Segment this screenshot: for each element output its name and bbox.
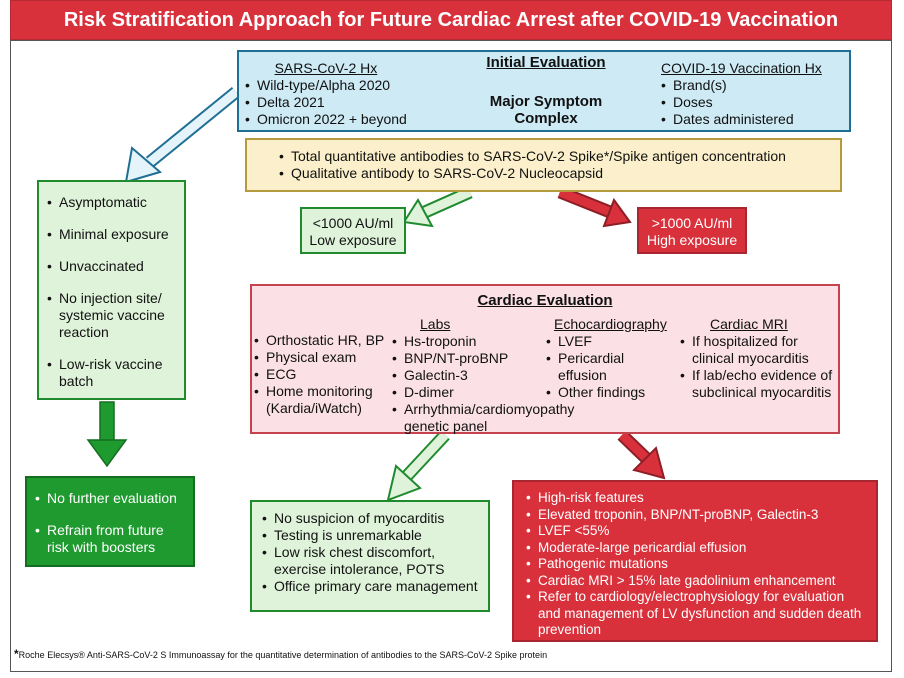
vacc-hx-list: Brand(s)DosesDates administered <box>661 77 822 128</box>
low-risk-item: Office primary care management <box>262 578 484 595</box>
initial-evaluation-heading: Initial Evaluation <box>486 54 606 71</box>
low-risk-item: Low risk chest discomfort, exercise into… <box>262 544 484 578</box>
no-further-list: No further evaluationRefrain from future… <box>35 490 187 556</box>
asymptomatic-box: AsymptomaticMinimal exposureUnvaccinated… <box>37 180 186 400</box>
low-risk-list: No suspicion of myocarditisTesting is un… <box>262 510 484 595</box>
asymptomatic-item: Low-risk vaccine batch <box>47 356 178 390</box>
vacc-hx-heading: COVID-19 Vaccination Hx <box>661 60 822 76</box>
mri-column: Cardiac MRI If hospitalized for clinical… <box>680 316 836 401</box>
vacc-hx-column: COVID-19 Vaccination Hx Brand(s)DosesDat… <box>661 60 822 128</box>
antibody-list: Total quantitative antibodies to SARS-Co… <box>279 148 840 182</box>
mri-item: If lab/echo evidence of subclinical myoc… <box>680 367 836 401</box>
cardiac-general-item: Home monitoring (Kardia/iWatch) <box>254 383 388 417</box>
labs-heading: Labs <box>420 316 451 332</box>
vacc-hx-item: Doses <box>661 94 822 111</box>
high-risk-item: Refer to cardiology/electrophysiology fo… <box>526 589 870 639</box>
high-risk-item: Moderate-large pericardial effusion <box>526 540 870 557</box>
antibody-item: Qualitative antibody to SARS-CoV-2 Nucle… <box>279 165 840 182</box>
footnote-star: * <box>14 647 19 661</box>
diagram-frame <box>10 40 892 672</box>
sars-hx-item: Delta 2021 <box>245 94 407 111</box>
asymptomatic-item: Asymptomatic <box>47 194 178 211</box>
arrow-to-high-risk <box>617 430 666 480</box>
echo-column: Echocardiography LVEFPericardial effusio… <box>546 316 676 401</box>
cardiac-general-list: Orthostatic HR, BPPhysical examECGHome m… <box>254 332 388 417</box>
echo-item: Other findings <box>546 384 676 401</box>
cardiac-general-item: ECG <box>254 366 388 383</box>
high-exposure-threshold: >1000 AU/ml <box>651 215 733 231</box>
echo-list: LVEFPericardial effusionOther findings <box>546 333 676 401</box>
high-risk-item: High-risk features <box>526 490 870 507</box>
low-exposure-label: Low exposure <box>309 232 397 248</box>
asymptomatic-item: No injection site/ systemic vaccine reac… <box>47 290 178 341</box>
echo-item: LVEF <box>546 333 676 350</box>
arrow-to-high-exposure <box>557 185 632 228</box>
low-exposure-threshold: <1000 AU/ml <box>312 215 394 231</box>
cardiac-general-item: Physical exam <box>254 349 388 366</box>
high-risk-item: LVEF <55% <box>526 523 870 540</box>
sars-hx-list: Wild-type/Alpha 2020Delta 2021Omicron 20… <box>245 77 407 128</box>
sars-hx-item: Omicron 2022 + beyond <box>245 111 407 128</box>
arrow-to-low-exposure <box>402 186 473 228</box>
antibody-box: Total quantitative antibodies to SARS-Co… <box>245 138 842 192</box>
sars-hx-heading: SARS-CoV-2 Hx <box>274 60 378 76</box>
vacc-hx-item: Dates administered <box>661 111 822 128</box>
footnote-text: Roche Elecsys® Anti-SARS-CoV-2 S Immunoa… <box>18 650 548 660</box>
asymptomatic-item: Unvaccinated <box>47 258 178 275</box>
cardiac-general-column: Orthostatic HR, BPPhysical examECGHome m… <box>254 332 388 417</box>
high-exposure-box: >1000 AU/ml High exposure <box>637 207 747 254</box>
antibody-item: Total quantitative antibodies to SARS-Co… <box>279 148 840 165</box>
asymptomatic-item: Minimal exposure <box>47 226 178 243</box>
mri-list: If hospitalized for clinical myocarditis… <box>680 333 836 401</box>
asymptomatic-list: AsymptomaticMinimal exposureUnvaccinated… <box>47 194 178 390</box>
initial-evaluation-box: SARS-CoV-2 Hx Wild-type/Alpha 2020Delta … <box>237 50 851 132</box>
high-risk-list: High-risk featuresElevated troponin, BNP… <box>526 490 870 639</box>
arrow-to-low-risk <box>386 430 450 502</box>
sars-hx-column: SARS-CoV-2 Hx Wild-type/Alpha 2020Delta … <box>245 60 407 128</box>
labs-item: D-dimer <box>392 384 548 401</box>
high-risk-item: Elevated troponin, BNP/NT-proBNP, Galect… <box>526 507 870 524</box>
labs-item: Galectin-3 <box>392 367 548 384</box>
labs-item: Hs-troponin <box>392 333 548 350</box>
mri-item: If hospitalized for clinical myocarditis <box>680 333 836 367</box>
major-symptom-line1: Major Symptom <box>489 93 603 110</box>
cardiac-general-item: Orthostatic HR, BP <box>254 332 388 349</box>
diagram-title: Risk Stratification Approach for Future … <box>10 0 892 40</box>
no-further-item: No further evaluation <box>35 490 187 507</box>
arrow-to-left-box <box>124 86 241 184</box>
low-risk-item: No suspicion of myocarditis <box>262 510 484 527</box>
mri-heading: Cardiac MRI <box>710 316 788 332</box>
echo-item: Pericardial effusion <box>546 350 676 384</box>
sars-hx-item: Wild-type/Alpha 2020 <box>245 77 407 94</box>
high-risk-item: Pathogenic mutations <box>526 556 870 573</box>
low-exposure-box: <1000 AU/ml Low exposure <box>300 207 406 254</box>
labs-item: BNP/NT-proBNP <box>392 350 548 367</box>
low-risk-box: No suspicion of myocarditisTesting is un… <box>250 500 490 612</box>
low-risk-item: Testing is unremarkable <box>262 527 484 544</box>
arrow-to-no-further <box>86 401 128 468</box>
vacc-hx-item: Brand(s) <box>661 77 822 94</box>
high-risk-item: Cardiac MRI > 15% late gadolinium enhanc… <box>526 573 870 590</box>
labs-item: Arrhythmia/cardiomyopathy genetic panel <box>392 401 574 435</box>
initial-center: Initial Evaluation Major Symptom Complex <box>459 52 633 127</box>
no-further-box: No further evaluationRefrain from future… <box>25 476 195 567</box>
cardiac-evaluation-heading: Cardiac Evaluation <box>477 292 613 309</box>
major-symptom-line2: Complex <box>514 110 578 127</box>
cardiac-evaluation-box: Cardiac Evaluation Orthostatic HR, BPPhy… <box>250 284 840 434</box>
echo-heading: Echocardiography <box>554 316 667 332</box>
no-further-item: Refrain from future risk with boosters <box>35 522 187 556</box>
labs-list: Hs-troponinBNP/NT-proBNPGalectin-3D-dime… <box>392 333 574 435</box>
labs-column: Labs Hs-troponinBNP/NT-proBNPGalectin-3D… <box>392 316 574 435</box>
footnote: *Roche Elecsys® Anti-SARS-CoV-2 S Immuno… <box>14 647 547 661</box>
high-risk-box: High-risk featuresElevated troponin, BNP… <box>512 480 878 642</box>
high-exposure-label: High exposure <box>646 232 738 248</box>
